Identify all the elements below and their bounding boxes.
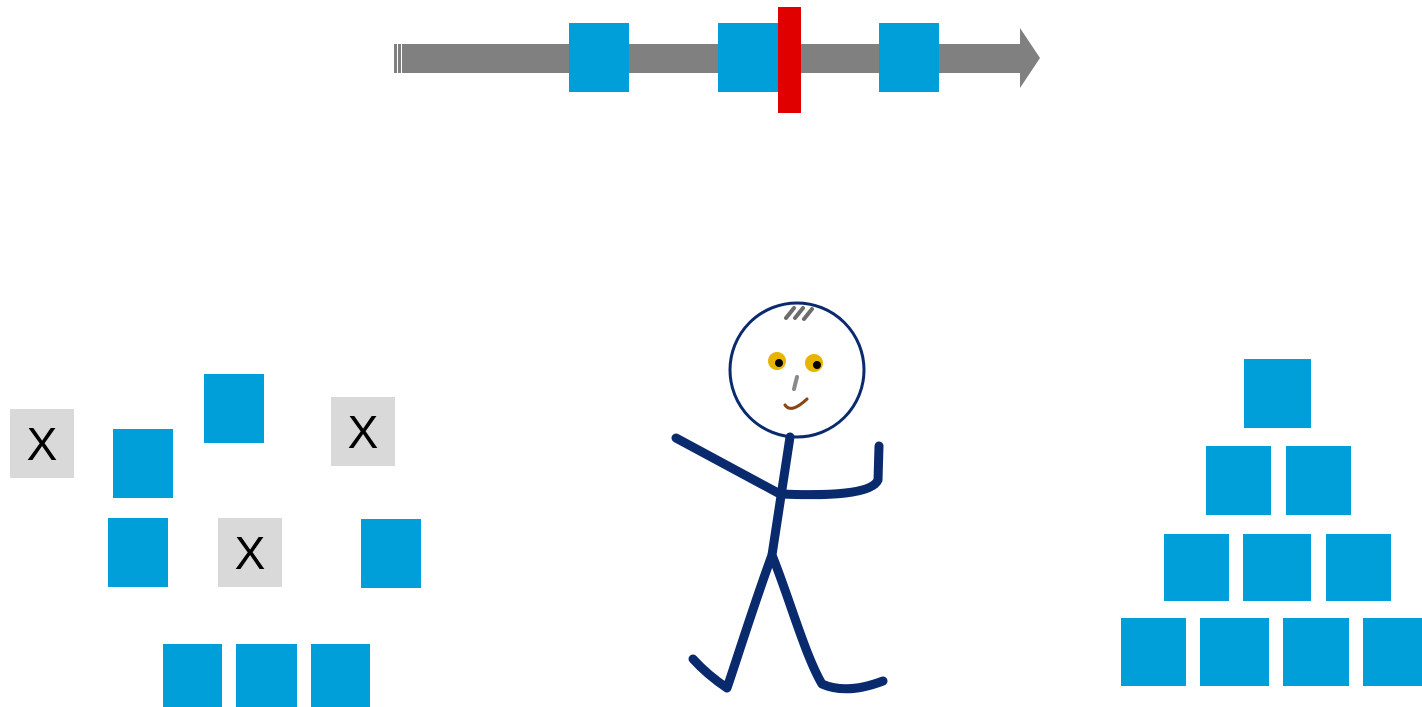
figure-right-leg <box>767 550 888 694</box>
scattered-block <box>311 644 370 707</box>
figure-right-arm <box>775 441 884 500</box>
nose-icon <box>792 375 799 391</box>
figure-left-leg <box>688 550 777 693</box>
timeline-arrowhead <box>1020 28 1040 88</box>
pyramid-block <box>1121 618 1186 686</box>
scattered-block <box>113 429 173 498</box>
pyramid-block <box>1326 534 1391 601</box>
pyramid-block <box>1164 534 1229 601</box>
scattered-block <box>236 644 297 707</box>
figure-left-arm <box>671 433 785 499</box>
figure-head <box>728 301 866 439</box>
scattered-block <box>108 518 168 587</box>
pyramid-block <box>1283 618 1349 686</box>
hair-icon <box>784 306 814 321</box>
smile-icon <box>783 397 809 410</box>
pyramid-block <box>1200 618 1269 686</box>
timeline <box>394 7 1040 113</box>
pyramid-block <box>1286 446 1351 515</box>
scattered-block <box>163 644 222 707</box>
timeline-block <box>569 23 629 92</box>
x-tile: X <box>10 409 74 478</box>
timeline-marker <box>778 7 801 113</box>
scattered-block <box>204 374 264 443</box>
pyramid-block <box>1206 446 1271 515</box>
pyramid-block <box>1243 534 1311 601</box>
stick-figure-icon <box>671 301 888 694</box>
pyramid-block <box>1244 359 1311 428</box>
eyes-icon <box>768 352 823 372</box>
x-tile: X <box>218 518 282 587</box>
timeline-tail-mark <box>394 44 397 73</box>
x-tile: X <box>331 397 395 466</box>
timeline-block <box>879 23 939 92</box>
timeline-block <box>718 23 778 92</box>
pyramid-block <box>1363 618 1422 686</box>
scattered-block <box>361 519 421 588</box>
timeline-tail-mark <box>398 44 401 73</box>
